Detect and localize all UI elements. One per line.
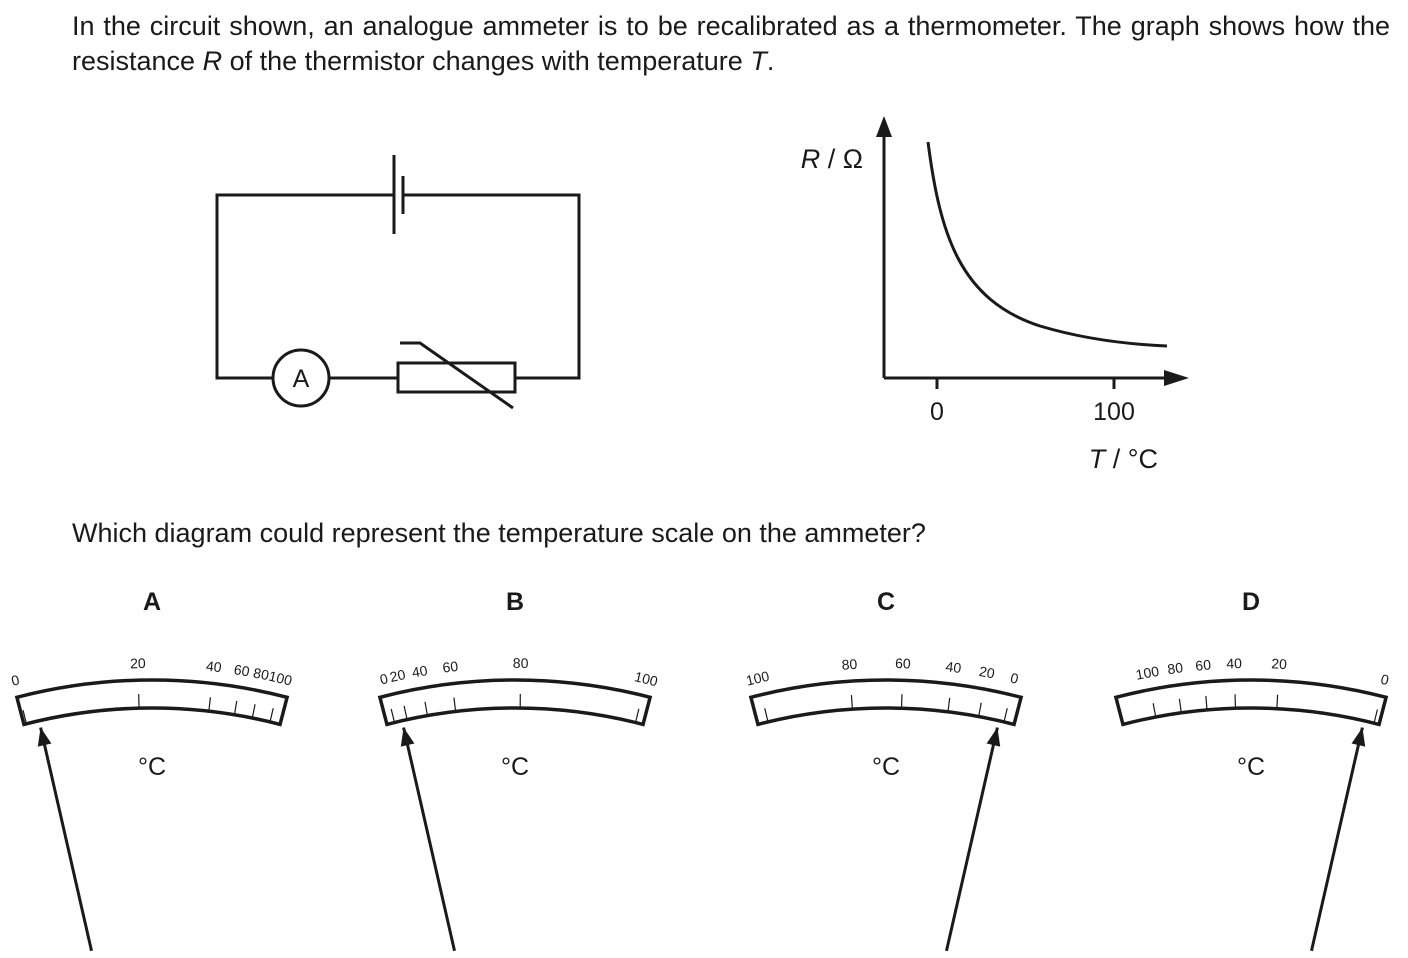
option-letter: A [143, 588, 161, 616]
meter-tick [453, 697, 457, 712]
meter-pointer [945, 727, 999, 952]
intro-var-t: T [750, 46, 767, 76]
option-c-meter: 100 80 60 40 20 0 C °C [744, 588, 1024, 952]
meter-tick [22, 710, 28, 724]
meter-tick [1152, 703, 1157, 718]
meter-scale-band [748, 678, 1024, 727]
meter-tick [390, 708, 396, 723]
meter-tick-label: 0 [1009, 669, 1020, 686]
meter-tick-label: 60 [233, 661, 251, 679]
option-letter: C [877, 588, 895, 616]
meter-tick-label: 80 [513, 655, 529, 671]
intro-text-1: In the circuit shown, an analogue ammete… [72, 11, 1390, 76]
graph-x-tick-label-100: 100 [1093, 398, 1135, 426]
meter-tick [850, 695, 853, 710]
meter-tick [403, 705, 408, 720]
meter-tick-label: 0 [10, 671, 22, 688]
resistance-curve [926, 141, 1168, 348]
meter-tick-label: 40 [945, 658, 963, 676]
meter-pointer [39, 727, 93, 952]
meter-tick [1373, 709, 1379, 724]
graph-y-label: R / Ω [801, 144, 863, 174]
meter-unit-label: °C [872, 753, 900, 781]
meter-scale-band [377, 678, 653, 727]
meter-tick-label: 0 [378, 670, 390, 687]
meter-pointer-arrowhead [400, 727, 415, 747]
meter-tick-label: 60 [442, 658, 460, 676]
meter-tick [1003, 708, 1008, 723]
meter-scale-band [1113, 678, 1389, 727]
intro-var-r: R [202, 46, 223, 76]
meter-tick-label: 40 [205, 658, 222, 676]
intro-text-3: . [766, 46, 775, 76]
meter-tick-label: 40 [411, 662, 429, 680]
meter-tick [764, 708, 769, 723]
meter-pointer [1310, 727, 1364, 952]
meter-tick-label: 100 [744, 668, 771, 689]
intro-text-2: of the thermistor changes with temperatu… [222, 46, 751, 76]
meter-tick-label: 20 [1271, 655, 1288, 672]
meter-tick [269, 708, 274, 723]
meter-tick-label: 60 [895, 655, 911, 671]
meter-tick [978, 702, 982, 717]
ammeter-label: A [293, 365, 310, 393]
meter-tick [634, 708, 640, 723]
thermistor-slash [400, 341, 514, 410]
graph-x-label: T / °C [1089, 444, 1158, 474]
meter-tick [1205, 695, 1208, 710]
ammeter-symbol [271, 348, 331, 408]
meter-tick-label: 80 [1166, 659, 1184, 677]
meter-tick-label: 80 [841, 656, 858, 673]
meter-unit-label: °C [1237, 753, 1265, 781]
meter-tick-label: 40 [1226, 655, 1242, 671]
meter-scale-band [14, 678, 290, 727]
graph-y-arrow [876, 116, 892, 137]
meter-tick-label: 100 [1134, 663, 1160, 683]
circuit-wire-left [215, 193, 393, 380]
meter-tick-label: 0 [1379, 671, 1391, 688]
meter-tick-label: 20 [388, 666, 407, 685]
meter-tick-label: 20 [978, 663, 996, 682]
meter-tick [233, 700, 238, 715]
meter-tick [947, 697, 951, 712]
option-letter: B [506, 588, 524, 616]
meter-tick-label: 100 [633, 668, 660, 689]
meter-tick [424, 701, 429, 716]
meter-tick [251, 704, 256, 719]
meter-tick [1276, 694, 1279, 709]
question-intro: In the circuit shown, an analogue ammete… [72, 9, 1390, 79]
meter-unit-label: °C [501, 753, 529, 781]
option-letter: D [1242, 588, 1260, 616]
option-d-meter: 100 80 60 40 20 0 D °C [1113, 588, 1391, 952]
meter-tick-label: 60 [1195, 656, 1212, 673]
meter-pointer-arrowhead [986, 727, 1001, 747]
meter-tick-label: 100 [267, 668, 294, 689]
meter-tick-label: 80 [252, 665, 271, 684]
meter-tick-label: 20 [130, 655, 146, 671]
meter-tick [1178, 698, 1182, 713]
thermistor-body [396, 361, 517, 394]
question-prompt: Which diagram could represent the temper… [72, 518, 926, 548]
meter-tick [208, 697, 212, 712]
meter-pointer-arrowhead [1351, 727, 1366, 747]
meter-unit-label: °C [138, 753, 166, 781]
graph-x-tick-label-0: 0 [930, 398, 944, 426]
meter-pointer [402, 727, 456, 952]
meter-pointer-arrowhead [37, 727, 52, 747]
graph-x-arrow [1164, 370, 1189, 386]
circuit-wire-right [403, 193, 581, 380]
